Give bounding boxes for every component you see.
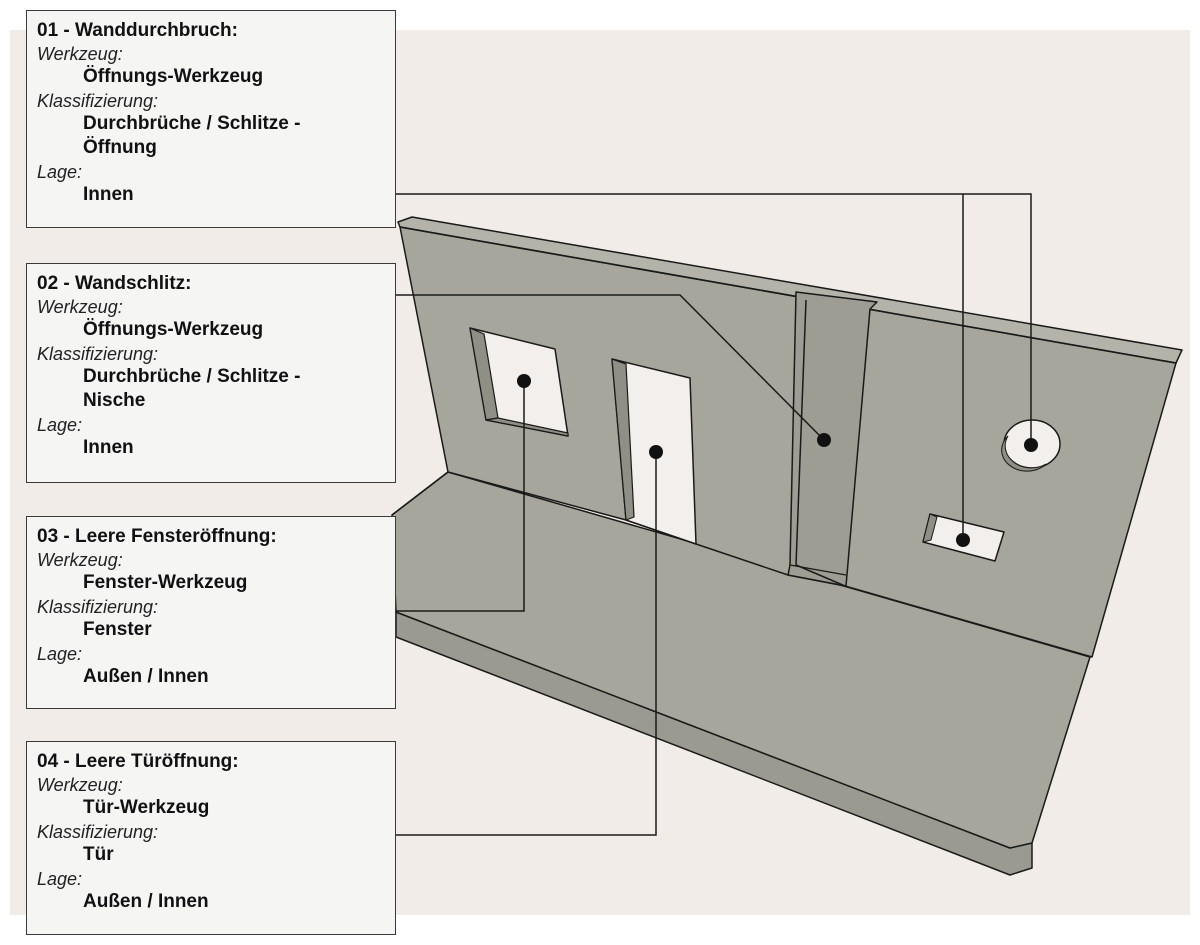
marker-niche — [956, 533, 970, 547]
tool-value: Öffnungs-Werkzeug — [83, 319, 264, 340]
wall-slot-back-line — [789, 564, 847, 576]
classification-label: Klassifizierung: — [37, 91, 159, 111]
classification-label: Klassifizierung: — [37, 597, 159, 617]
tool-value: Fenster-Werkzeug — [83, 572, 248, 593]
classification-value-line: Durchbrüche / Schlitze - — [83, 113, 301, 134]
window-reveal-bottom — [485, 417, 569, 437]
tool-label: Werkzeug: — [37, 775, 123, 795]
leader-line-02 — [395, 294, 825, 441]
marker-door — [649, 445, 663, 459]
callout-02: 02 - Wandschlitz: Werkzeug: Öffnungs-Wer… — [26, 263, 396, 483]
callout-title: 01 - Wanddurchbruch: — [37, 20, 238, 41]
callout-04: 04 - Leere Türöffnung: Werkzeug: Tür-Wer… — [26, 741, 396, 935]
callout-title: 02 - Wandschlitz: — [37, 273, 192, 294]
callout-title: 04 - Leere Türöffnung: — [37, 751, 239, 772]
tool-value: Tür-Werkzeug — [83, 797, 210, 818]
classification-value-line: Fenster — [83, 619, 152, 640]
position-value: Außen / Innen — [83, 891, 209, 912]
position-label: Lage: — [37, 162, 83, 182]
position-label: Lage: — [37, 869, 83, 889]
wall-top-edge — [397, 216, 1183, 364]
wall-top-inner-line — [399, 226, 1177, 364]
classification-value-line: Durchbrüche / Schlitze - — [83, 366, 301, 387]
callout-title: 03 - Leere Fensteröffnung: — [37, 526, 277, 547]
niche-reveal — [922, 513, 938, 543]
tool-value: Öffnungs-Werkzeug — [83, 66, 264, 87]
classification-label: Klassifizierung: — [37, 822, 159, 842]
position-value: Innen — [83, 437, 134, 458]
classification-value-line: Öffnung — [83, 137, 157, 158]
leader-line-03 — [395, 381, 525, 612]
callout-01: 01 - Wanddurchbruch: Werkzeug: Öffnungs-… — [26, 10, 396, 228]
tool-label: Werkzeug: — [37, 550, 123, 570]
marker-window — [517, 374, 531, 388]
leader-line-04 — [395, 452, 657, 836]
round-penetration-reveal — [1001, 435, 1047, 472]
position-value: Außen / Innen — [83, 666, 209, 687]
position-value: Innen — [83, 184, 134, 205]
door-reveal-left — [611, 358, 635, 521]
leader-line-01-opening — [395, 193, 1032, 445]
classification-value-line: Nische — [83, 390, 146, 411]
classification-label: Klassifizierung: — [37, 344, 159, 364]
wall-slot-inner-edge — [795, 299, 846, 587]
tool-label: Werkzeug: — [37, 44, 123, 64]
classification-value-line: Tür — [83, 844, 114, 865]
marker-round-penetration — [1024, 438, 1038, 452]
floor-left-edge — [391, 471, 449, 516]
tool-label: Werkzeug: — [37, 297, 123, 317]
position-label: Lage: — [37, 415, 83, 435]
callout-03: 03 - Leere Fensteröffnung: Werkzeug: Fen… — [26, 516, 396, 709]
marker-wall-slot — [817, 433, 831, 447]
position-label: Lage: — [37, 644, 83, 664]
